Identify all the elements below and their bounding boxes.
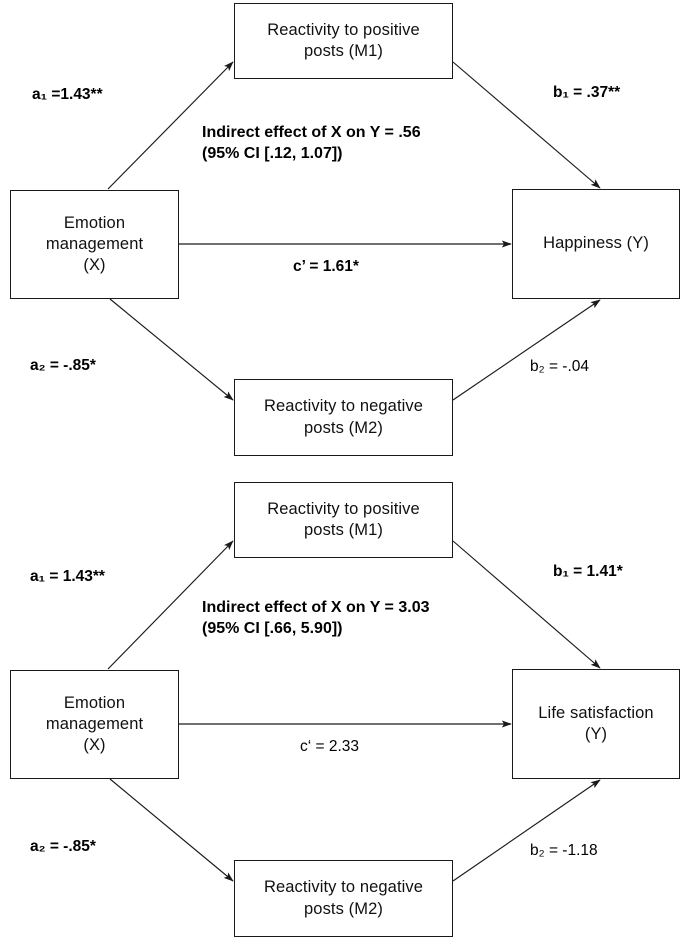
node-predictor-top: Emotion management (X): [10, 190, 179, 299]
path-label-b1-top: b₁ = .37**: [553, 84, 621, 101]
arrow-m2-to-y-top: [452, 299, 601, 401]
path-label-a2-bottom: a₂ = -.85*: [30, 838, 96, 855]
path-label-b2-bottom: b₂ = -1.18: [530, 842, 598, 859]
node-predictor-bottom: Emotion management (X): [10, 670, 179, 779]
node-mediator2-top: Reactivity to negative posts (M2): [234, 379, 453, 456]
path-label-b1-bottom: b₁ = 1.41*: [553, 563, 623, 580]
arrow-m2-to-y-bottom: [452, 779, 601, 882]
arrow-x-to-m2-bottom: [109, 778, 234, 882]
path-label-a1-top: a₁ =1.43**: [32, 86, 103, 103]
node-mediator1-top: Reactivity to positive posts (M1): [234, 3, 453, 79]
indirect-effect-bottom: Indirect effect of X on Y = 3.03 (95% CI…: [202, 599, 430, 638]
node-outcome-bottom: Life satisfaction (Y): [512, 669, 680, 779]
arrow-m1-to-y-top: [452, 61, 601, 189]
path-label-a1-bottom: a₁ = 1.43**: [30, 568, 105, 585]
arrow-m1-to-y-bottom: [452, 540, 601, 669]
path-label-cprime-top: c’ = 1.61*: [293, 258, 359, 275]
path-label-b2-top: b₂ = -.04: [530, 358, 590, 375]
indirect-effect-top: Indirect effect of X on Y = .56 (95% CI …: [202, 124, 421, 163]
node-mediator1-bottom: Reactivity to positive posts (M1): [234, 482, 453, 558]
path-label-a2-top: a₂ = -.85*: [30, 357, 96, 374]
arrow-x-to-m2-top: [109, 298, 234, 401]
arrow-x-to-m1-bottom: [107, 540, 234, 670]
arrow-x-to-m1-top: [107, 61, 234, 190]
path-label-cprime-bottom: c‘ = 2.33: [300, 738, 360, 755]
node-mediator2-bottom: Reactivity to negative posts (M2): [234, 860, 453, 937]
node-outcome-top: Happiness (Y): [512, 189, 680, 299]
